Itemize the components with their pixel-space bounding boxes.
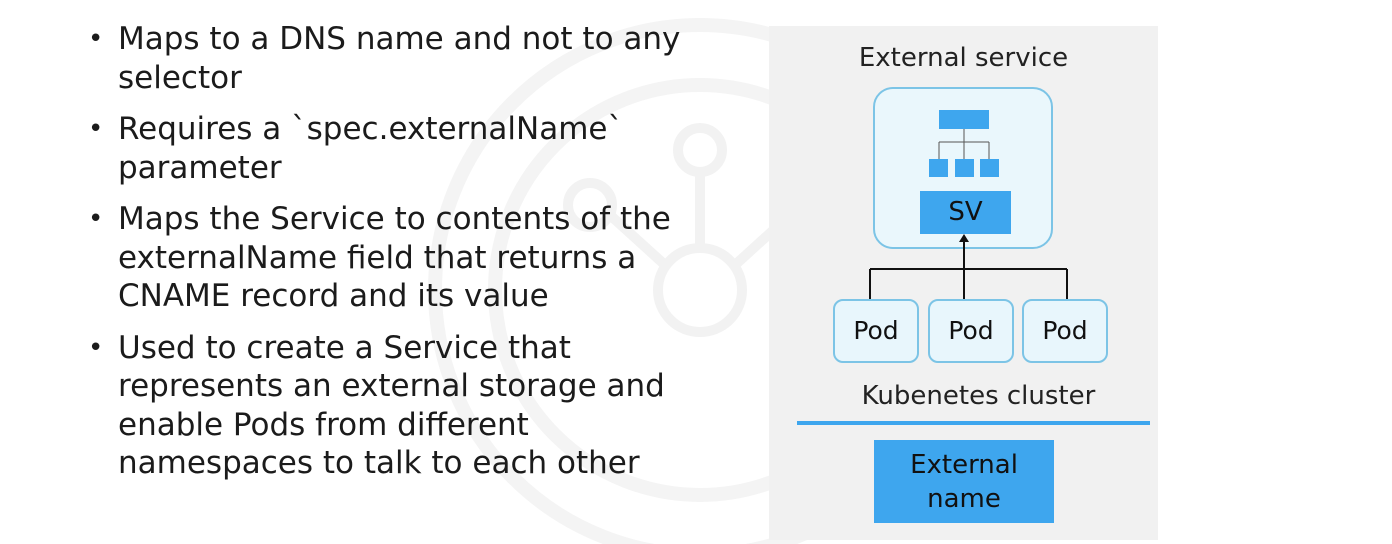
sv-box: SV <box>920 191 1011 234</box>
bullet-item: • Maps the Service to contents of the ex… <box>88 200 728 316</box>
external-service-label: External service <box>858 43 1069 73</box>
bullet-text: Requires a `spec.externalName` parameter <box>118 111 623 186</box>
bullet-text: Used to create a Service that represents… <box>118 329 665 482</box>
diagram-panel: External service SV Pod Pod Pod Kubenete <box>769 26 1158 540</box>
bullet-glyph: • <box>88 114 104 144</box>
bullet-list: • Maps to a DNS name and not to any sele… <box>88 20 728 496</box>
pod-box: Pod <box>833 299 919 363</box>
diagram-lines <box>797 110 1150 425</box>
org-chart-icon <box>929 110 999 177</box>
external-name-box: External name <box>874 440 1054 523</box>
bullet-glyph: • <box>88 24 104 54</box>
bullet-item: • Maps to a DNS name and not to any sele… <box>88 20 728 97</box>
pod-box: Pod <box>1022 299 1108 363</box>
bullet-glyph: • <box>88 204 104 234</box>
kubernetes-cluster-label: Kubenetes cluster <box>861 381 1096 411</box>
pod-box: Pod <box>928 299 1014 363</box>
bullet-text: Maps to a DNS name and not to any select… <box>118 21 681 96</box>
bullet-glyph: • <box>88 332 104 363</box>
bullet-text: Maps the Service to contents of the exte… <box>118 201 671 314</box>
bullet-item: • Requires a `spec.externalName` paramet… <box>88 110 728 187</box>
bullet-item: • Used to create a Service that represen… <box>88 329 728 483</box>
